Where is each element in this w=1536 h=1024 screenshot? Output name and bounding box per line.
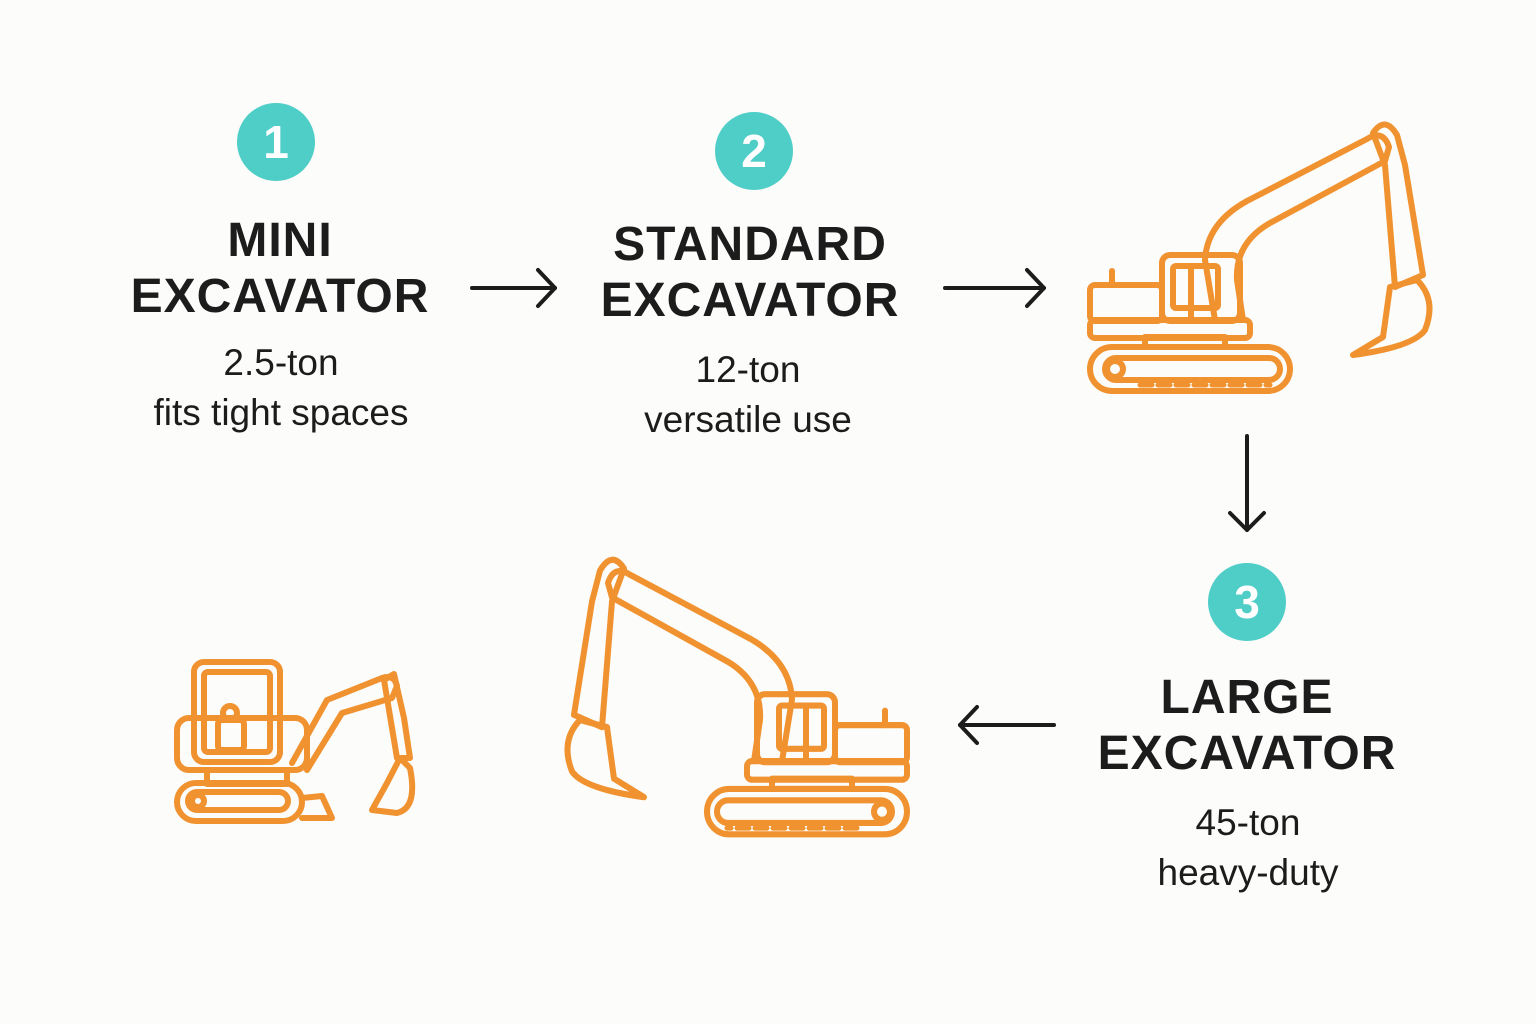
detail-line: 12-ton [695, 349, 801, 390]
detail-line: fits tight spaces [153, 392, 409, 433]
arrow-right-icon [943, 268, 1046, 308]
detail-line: heavy-duty [1157, 852, 1339, 893]
step-3-detail: 45-ton heavy-duty [1158, 798, 1339, 898]
title-line: EXCAVATOR [600, 274, 900, 327]
mini-excavator-icon [177, 662, 412, 821]
arrow-right-icon [470, 268, 557, 308]
title-line: EXCAVATOR [130, 270, 430, 323]
title-line: MINI [227, 214, 333, 267]
detail-line: 45-ton [1195, 802, 1301, 843]
arrow-left-icon [958, 705, 1056, 745]
detail-line: versatile use [644, 399, 852, 440]
step-1-badge: 1 [237, 103, 315, 181]
detail-line: 2.5-ton [223, 342, 339, 383]
title-line: LARGE [1160, 671, 1334, 724]
standard-excavator-icon [1090, 124, 1430, 391]
arrow-down-icon [1228, 434, 1266, 532]
step-3-badge: 3 [1208, 563, 1286, 641]
step-2-badge: 2 [715, 112, 793, 190]
title-line: STANDARD [613, 218, 887, 271]
step-1-detail: 2.5-ton fits tight spaces [153, 338, 408, 438]
step-2-detail: 12-ton versatile use [644, 345, 852, 445]
large-excavator-icon [568, 560, 908, 835]
title-line: EXCAVATOR [1097, 727, 1397, 780]
